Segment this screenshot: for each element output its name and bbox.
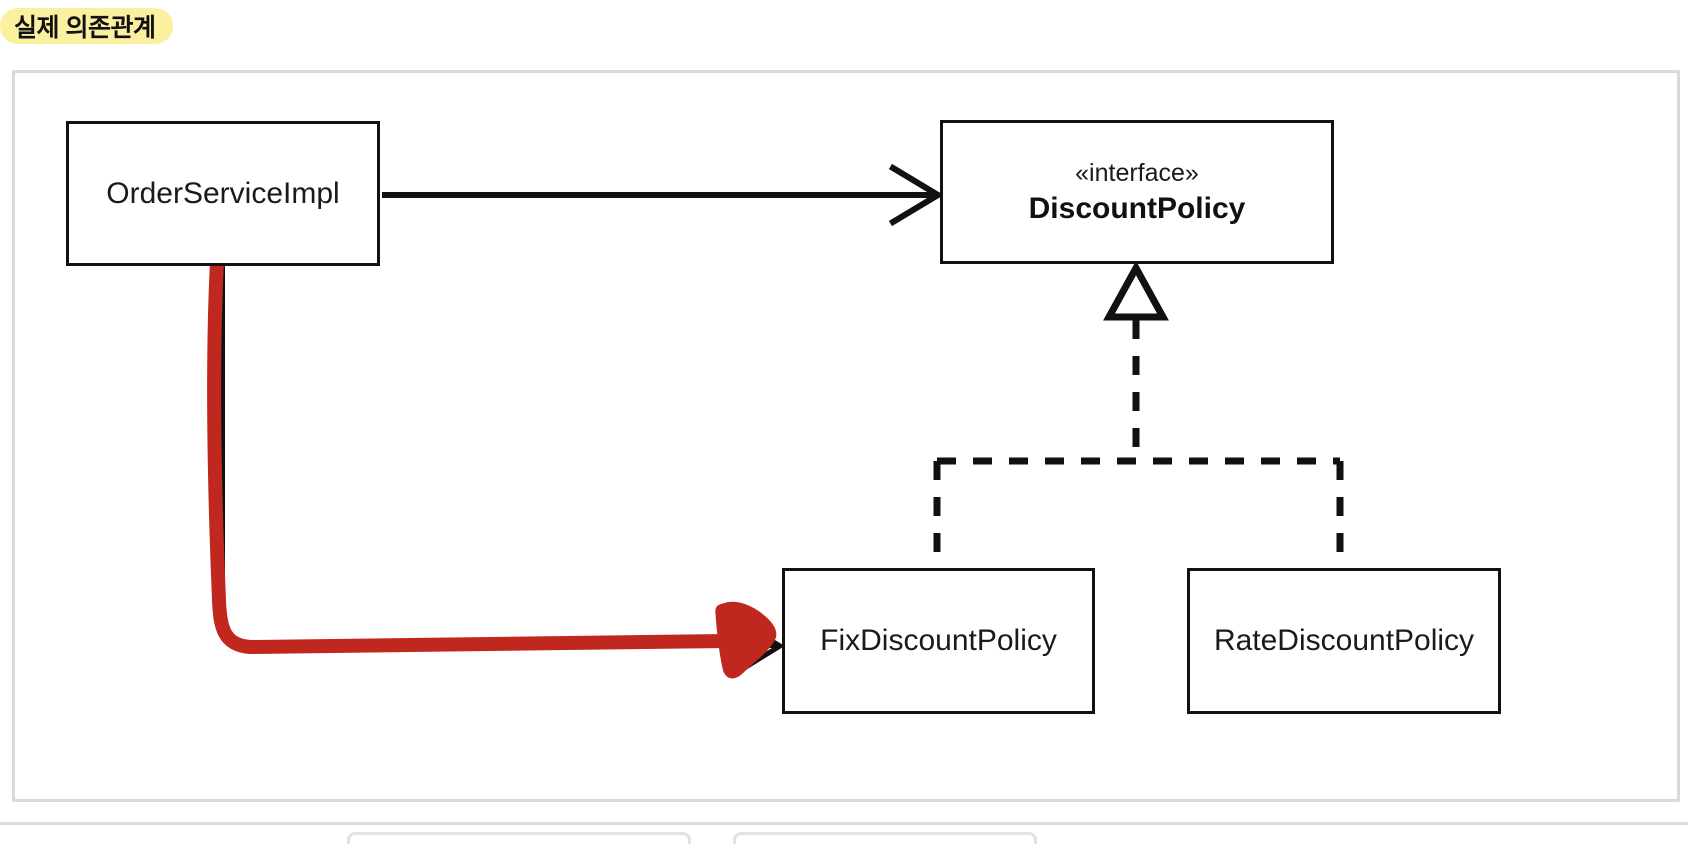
uml-class-fix-discount-policy[interactable]: FixDiscountPolicy [782, 568, 1095, 714]
uml-class-name: FixDiscountPolicy [820, 624, 1057, 658]
bottom-card-left[interactable] [347, 832, 691, 844]
uml-class-order-service-impl[interactable]: OrderServiceImpl [66, 121, 380, 266]
uml-class-name: OrderServiceImpl [106, 176, 340, 210]
uml-stereotype-label: «interface» [1075, 159, 1199, 187]
uml-class-name: DiscountPolicy [1028, 191, 1246, 225]
uml-interface-discount-policy[interactable]: «interface» DiscountPolicy [940, 120, 1334, 264]
bottom-card-right[interactable] [733, 832, 1037, 844]
uml-class-name: RateDiscountPolicy [1213, 624, 1475, 658]
uml-class-rate-discount-policy[interactable]: RateDiscountPolicy [1187, 568, 1501, 714]
page-title-text: 실제 의존관계 [14, 14, 156, 42]
page-title: 실제 의존관계 [0, 8, 174, 44]
bottom-divider [0, 822, 1688, 825]
